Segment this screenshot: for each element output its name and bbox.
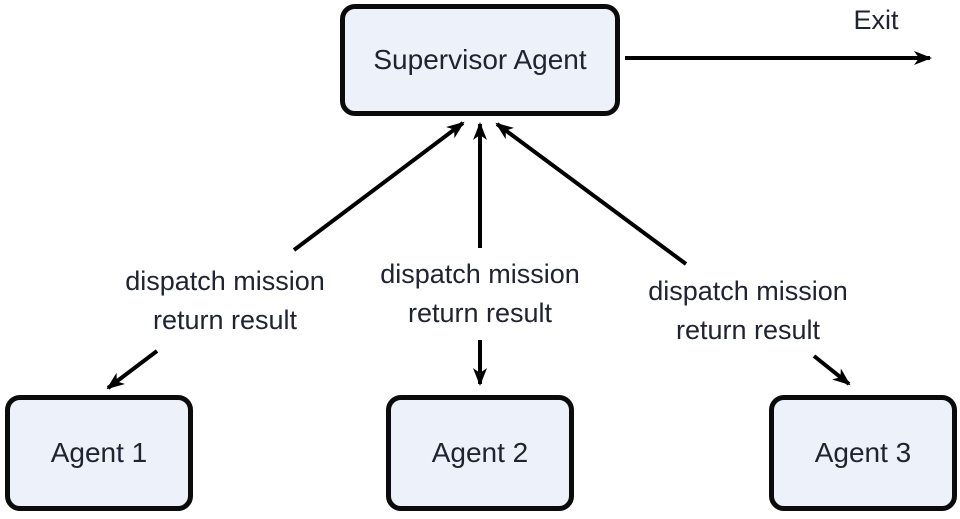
edge-supervisor-to-agent1 bbox=[106, 349, 159, 390]
edge-label-agent2-line2: return result bbox=[407, 298, 553, 328]
node-agent-2-label: Agent 2 bbox=[431, 437, 529, 468]
edge-label-agent3: dispatch mission return result bbox=[648, 272, 848, 350]
edge-label-agent2: dispatch mission return result bbox=[380, 255, 580, 333]
edge-label-agent1-line2: return result bbox=[152, 305, 298, 335]
node-agent-3-label: Agent 3 bbox=[814, 437, 912, 468]
exit-label: Exit bbox=[853, 5, 899, 35]
edge-label-agent1: dispatch mission return result bbox=[125, 262, 325, 340]
edge-label-agent3-line2: return result bbox=[675, 315, 821, 345]
node-supervisor-agent: Supervisor Agent bbox=[340, 4, 620, 116]
edge-label-agent3-line1: dispatch mission bbox=[648, 276, 848, 306]
node-supervisor-agent-label: Supervisor Agent bbox=[373, 44, 587, 75]
edge-agent3-to-supervisor bbox=[495, 122, 688, 266]
node-agent-3: Agent 3 bbox=[769, 395, 957, 511]
node-agent-2: Agent 2 bbox=[386, 395, 574, 511]
edge-agent1-to-supervisor bbox=[292, 121, 465, 252]
node-agent-1: Agent 1 bbox=[5, 395, 193, 511]
edge-supervisor-to-agent3 bbox=[812, 354, 851, 386]
edge-label-agent1-line1: dispatch mission bbox=[125, 266, 325, 296]
edge-label-agent2-line1: dispatch mission bbox=[380, 259, 580, 289]
node-agent-1-label: Agent 1 bbox=[50, 437, 148, 468]
